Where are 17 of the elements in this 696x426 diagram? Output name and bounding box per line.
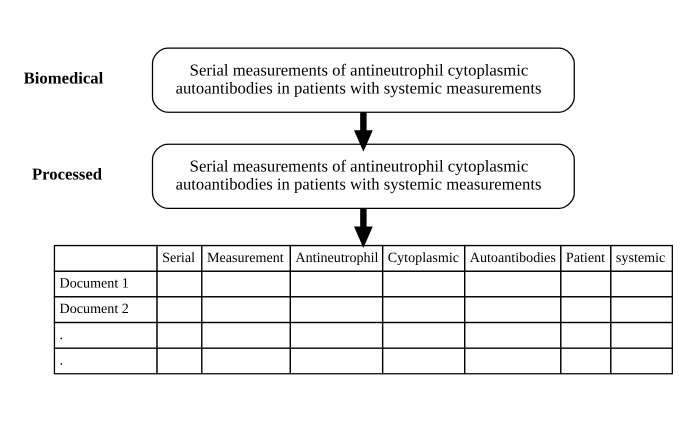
- label: Patient: [566, 249, 606, 266]
- label: Measurement: [206, 249, 284, 266]
- label: Serial: [162, 249, 195, 266]
- label: Autoantibodies: [470, 249, 556, 266]
- label: .: [60, 326, 64, 342]
- arrow: [354, 112, 373, 152]
- node-box: Serial measurements of antineutrophil cytoplasmic autoantibodies in patients with systemic measurements: [152, 47, 575, 112]
- node-label: Processed: [32, 164, 102, 183]
- label: .: [60, 352, 64, 368]
- arrow: [354, 208, 373, 248]
- label: Document 1: [60, 275, 129, 292]
- label: Antineutrophil: [295, 249, 378, 266]
- node-box: Serial measurements of antineutrophil cytoplasmic autoantibodies in patients with systemic measurements: [152, 143, 575, 208]
- label: Document 2: [60, 300, 129, 317]
- label: systemic: [616, 249, 666, 266]
- node-label: Biomedical: [24, 68, 104, 87]
- label: Cytoplasmic: [388, 249, 459, 266]
